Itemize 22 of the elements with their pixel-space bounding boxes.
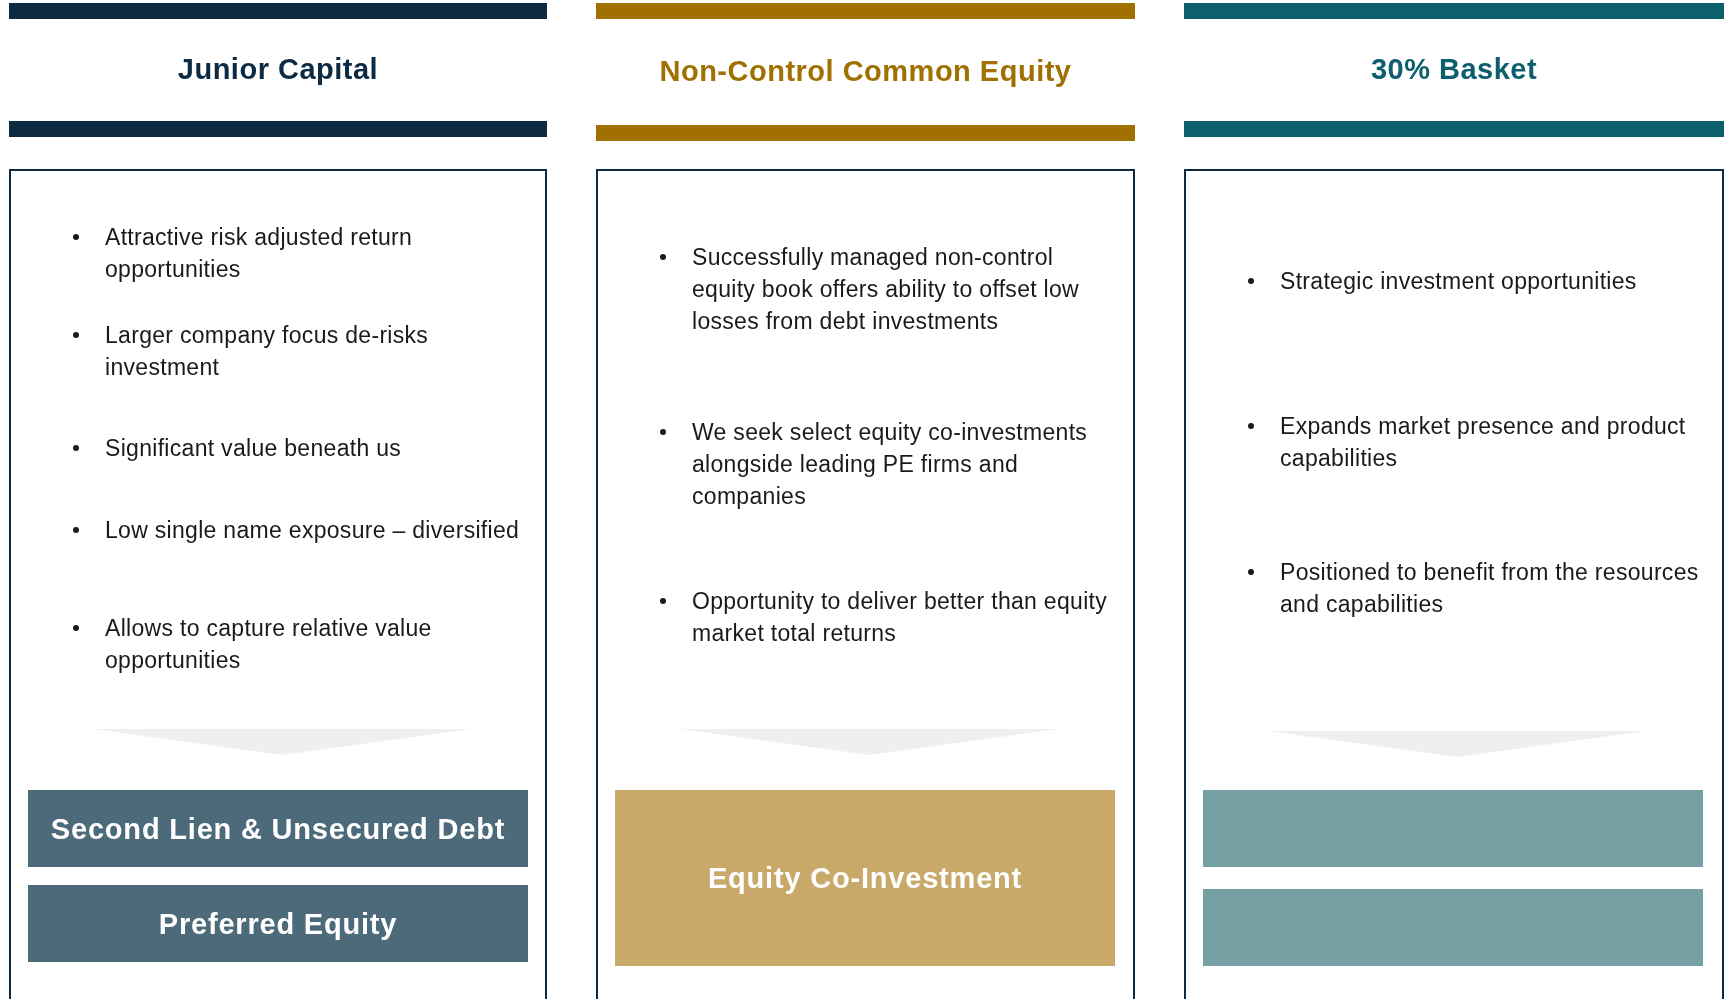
bullet-item: Expands market presence and product capabilities: [1246, 410, 1710, 474]
category-box: [1203, 790, 1703, 867]
bullet-item: Significant value beneath us: [71, 432, 533, 464]
bullet-item: Successfully managed non-control equity book offers ability to offset low losses from debt investments: [658, 241, 1121, 337]
bullet-item: Larger company focus de-risks investment: [71, 319, 533, 383]
bullet-item: Attractive risk adjusted return opportunities: [71, 221, 533, 285]
bullet-item: We seek select equity co-investments alongside leading PE firms and companies: [658, 416, 1121, 512]
column-card: [9, 0, 547, 999]
category-box: Preferred Equity: [28, 885, 528, 962]
column-heading: Non-Control Common Equity: [658, 55, 1073, 88]
category-box: [1203, 889, 1703, 966]
category-box: Second Lien & Unsecured Debt: [28, 790, 528, 867]
bullet-item: Low single name exposure – diversified: [71, 514, 533, 546]
bullet-item: Positioned to benefit from the resources and capabilities: [1246, 556, 1710, 620]
column-heading: 30% Basket: [1369, 53, 1539, 86]
bullet-item: Strategic investment opportunities: [1246, 265, 1710, 297]
column-card: [1184, 0, 1724, 999]
bullet-item: Allows to capture relative value opportunities: [71, 612, 533, 676]
bullet-item: Opportunity to deliver better than equity market total returns: [658, 585, 1121, 649]
category-box: Equity Co-Investment: [615, 790, 1115, 966]
column-card: [596, 0, 1135, 999]
column-heading: Junior Capital: [176, 53, 380, 86]
